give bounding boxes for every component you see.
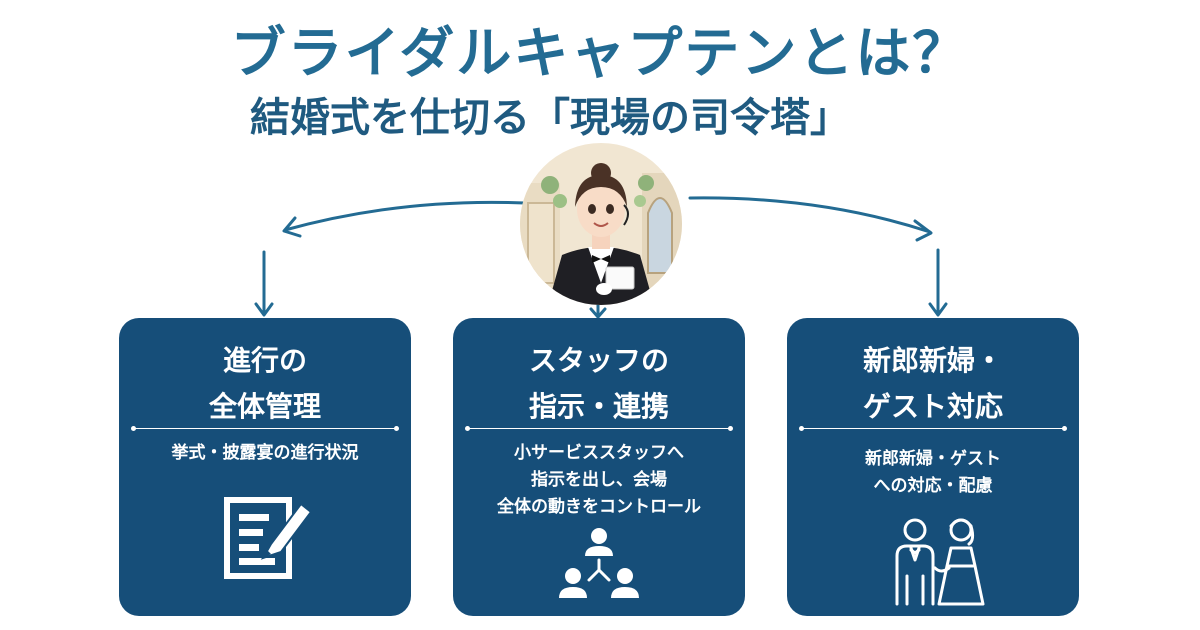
captain-illustration bbox=[520, 143, 682, 305]
card-title: 進行の 全体管理 bbox=[208, 344, 321, 423]
card-description: 小サービススタッフへ 指示を出し、会場 全体の動きをコントロール bbox=[497, 443, 701, 517]
card-description: 新郎新婦・ゲスト への対応・配慮 bbox=[865, 449, 1001, 496]
arc-right-head bbox=[913, 219, 933, 242]
arc-left bbox=[283, 200, 527, 232]
card-staff-coordination: スタッフの 指示・連携 小サービススタッフへ 指示を出し、会場 全体の動きをコン… bbox=[453, 318, 745, 616]
document-pen-icon bbox=[224, 497, 313, 579]
card-progress-management: 進行の 全体管理 挙式・披露宴の進行状況 bbox=[119, 318, 411, 616]
page-title: ブライダルキャプテンとは？ bbox=[230, 21, 970, 85]
card-couple-guest-service: 新郎新婦・ ゲスト対応 新郎新婦・ゲスト への対応・配慮 bbox=[787, 318, 1079, 616]
card-description: 挙式・披露宴の進行状況 bbox=[171, 443, 359, 463]
card-divider bbox=[131, 425, 399, 431]
card-divider bbox=[465, 425, 733, 431]
page-subtitle: 結婚式を仕切る「現場の司令塔」 bbox=[250, 95, 850, 141]
card-divider bbox=[799, 425, 1067, 431]
arc-left-head bbox=[282, 216, 302, 238]
team-hierarchy-icon bbox=[559, 528, 639, 598]
card-title: スタッフの 指示・連携 bbox=[528, 344, 669, 423]
arc-right bbox=[688, 196, 932, 234]
bride-groom-icon bbox=[895, 518, 985, 606]
card-title: 新郎新婦・ ゲスト対応 bbox=[862, 344, 1003, 423]
captain-avatar bbox=[520, 143, 682, 305]
